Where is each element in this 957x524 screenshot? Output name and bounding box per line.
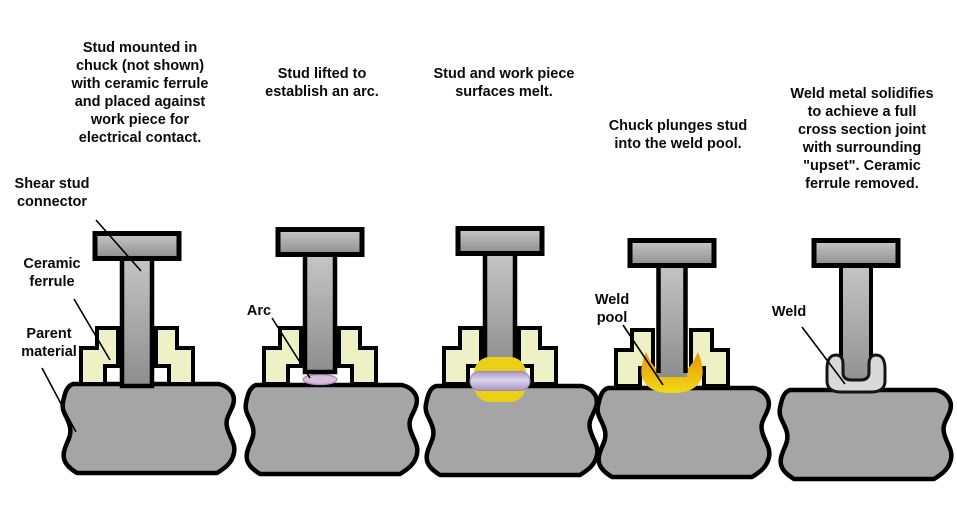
stage-2-caption: Stud lifted to establish an arc. [265, 66, 379, 100]
stage-4-caption: Chuck plunges stud into the weld pool. [608, 118, 748, 152]
parent-material-shape [246, 385, 418, 474]
arc-leader-line [271, 317, 311, 379]
stud-head [630, 241, 714, 266]
stud-head [95, 234, 179, 259]
stud-shaft [657, 258, 687, 377]
ceramic-ferrule-label: Ceramic ferrule [23, 256, 81, 290]
stud-shaft [119, 247, 155, 389]
melt-interface-band [469, 371, 531, 391]
arc-label: Arc [246, 303, 272, 319]
stud-shaft [839, 256, 873, 392]
stage-1-caption: Stud mounted in chuck (not shown) with c… [71, 40, 209, 146]
stage-3-caption: Stud and work piece surfaces melt. [433, 66, 575, 100]
stud-head [814, 241, 898, 266]
parent-material-leader-line [41, 367, 77, 433]
stage-3-drawing [426, 229, 598, 476]
stage-1-drawing [41, 219, 235, 473]
weld-pool-label: Weld pool [594, 292, 630, 326]
shear-stud-leader-line [95, 219, 142, 272]
parent-material-shape [780, 390, 952, 479]
parent-material-shape [63, 384, 235, 473]
stage-2-drawing [246, 230, 418, 475]
weld-pool-leader-line [622, 324, 664, 386]
weld-label: Weld [771, 304, 807, 320]
stud-shaft [482, 246, 518, 371]
stage-4-drawing [598, 241, 770, 478]
stud-shaft [302, 247, 338, 375]
parent-material-shape [598, 388, 770, 477]
stud-head [458, 229, 542, 254]
arc-shape [302, 373, 338, 386]
stud-shaft-outline [656, 258, 688, 373]
stage-5-drawing [780, 241, 952, 480]
weld-leader-line [801, 326, 846, 385]
stud-head [278, 230, 362, 255]
stage-5-caption: Weld metal solidifies to achieve a full … [790, 86, 934, 192]
parent-material-label: Parent material [21, 326, 77, 360]
weld-upset-shape [825, 353, 887, 394]
ceramic-ferrule-leader-line [73, 298, 111, 361]
shear-stud-connector-label: Shear stud connector [14, 176, 90, 210]
